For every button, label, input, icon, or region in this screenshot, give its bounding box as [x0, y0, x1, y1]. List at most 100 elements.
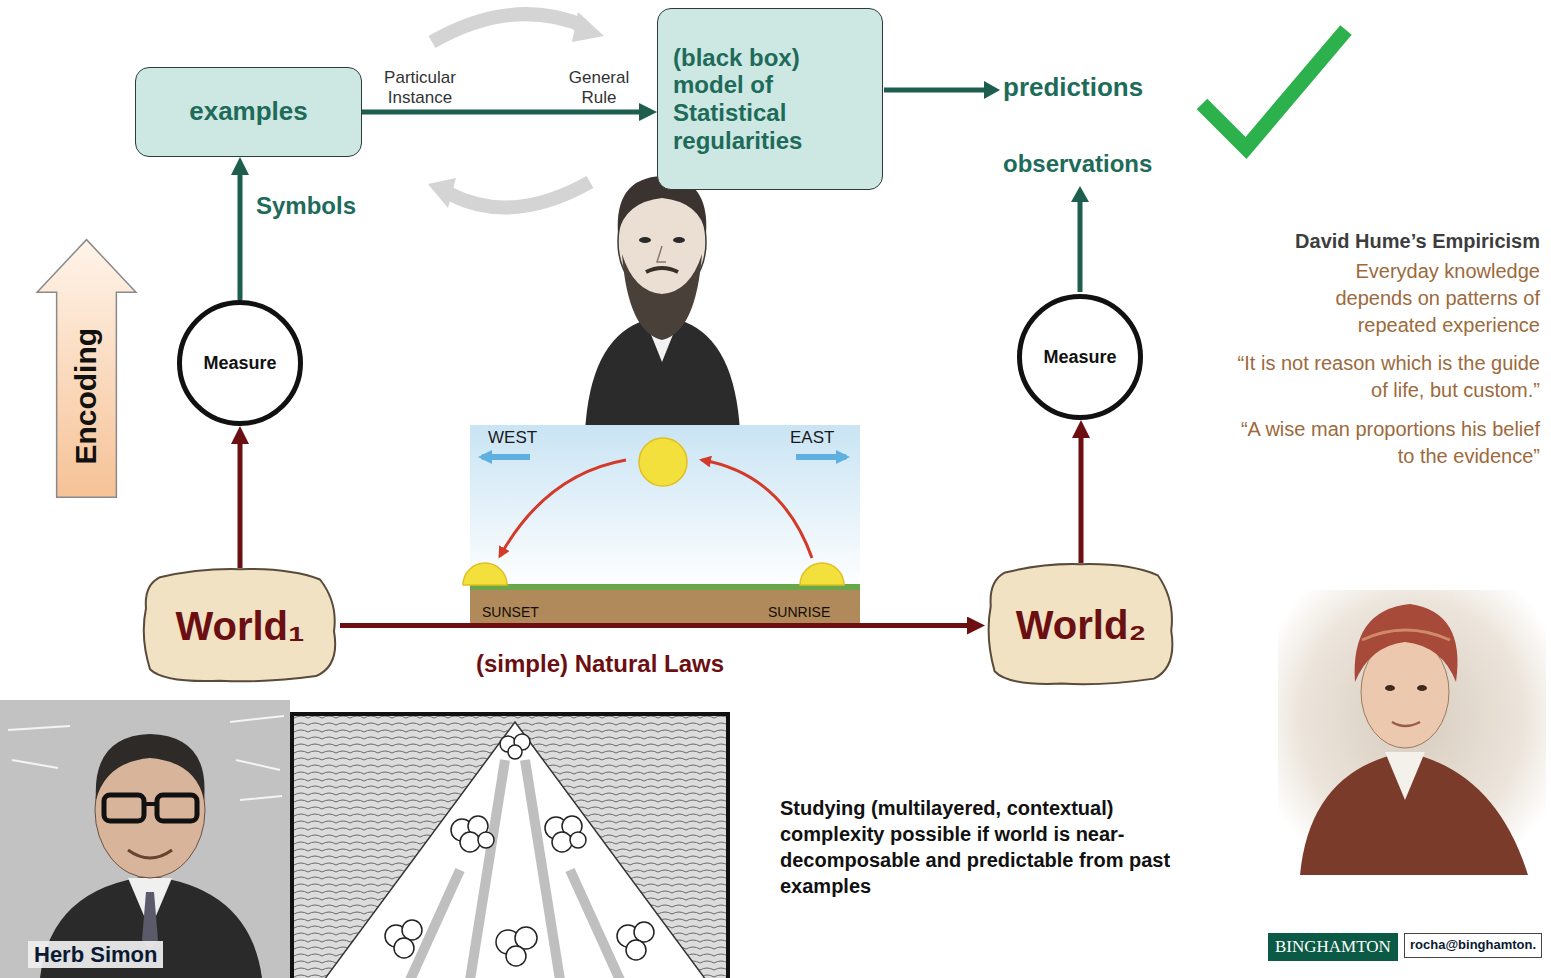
hertz-portrait-part [646, 268, 678, 272]
cycle-arrows-part [428, 178, 456, 208]
sun-path-diagram-part [639, 438, 687, 486]
node-label: World₁ [175, 603, 304, 649]
contact-text: rocha@binghamton. [1404, 933, 1542, 958]
connector-arrow [238, 436, 243, 568]
arrow-shape [37, 240, 136, 498]
node-label: World₂ [1016, 602, 1146, 648]
node-label: Encoding [69, 328, 104, 465]
node-text-group: World₁ [175, 603, 304, 649]
prediction-arrows [884, 81, 1089, 292]
logo-text: BINGHAMTON [1268, 933, 1398, 961]
world-blob: World₂ [985, 563, 1177, 686]
measure-circle: Measure [177, 300, 303, 426]
sun-path-diagram-part [482, 454, 530, 460]
connector-arrow [362, 110, 647, 115]
prediction-arrows-part [884, 88, 988, 93]
world-blob: World₁ [140, 568, 340, 683]
edge-label: (simple) Natural Laws [420, 650, 780, 678]
simon-drawing-part-part [552, 832, 572, 852]
simon-drawing-part-part [634, 922, 654, 942]
blob-shape [989, 564, 1173, 684]
node-text-group: Encoding [35, 292, 138, 500]
direction-label: WEST [488, 428, 537, 448]
prediction-arrows-part [1078, 198, 1083, 292]
simon-photo-part [157, 795, 197, 821]
output-label: predictions [1003, 73, 1143, 103]
sun-path-diagram-part [800, 563, 844, 585]
hume-portrait-part [1385, 752, 1425, 800]
hume-portrait-part [1385, 685, 1395, 691]
simon-drawing-part [292, 714, 728, 978]
node-text-group: examples [147, 97, 350, 127]
node-label: Measure [1043, 347, 1116, 368]
simon-photo-part [0, 700, 290, 978]
direction-label: EAST [790, 428, 834, 448]
hertz-portrait-part [657, 246, 666, 262]
sun-path-diagram-part [500, 460, 626, 556]
hume-portrait-part [1392, 722, 1420, 726]
hertz-portrait-part [639, 237, 651, 243]
prediction-arrows-part [984, 81, 1000, 99]
node-text-group: (black box) model of Statistical regular… [673, 44, 867, 154]
hertz-portrait [585, 176, 740, 432]
simon-drawing [292, 714, 728, 978]
portrait-caption: Herb Simon [28, 941, 163, 968]
hume-portrait-part [1362, 630, 1450, 640]
connector-arrow [1079, 430, 1084, 563]
cycle-arrows-part [572, 12, 604, 42]
node-text-group: Measure [203, 353, 276, 374]
sun-path-diagram-part [470, 425, 860, 590]
simon-photo-part [144, 802, 157, 806]
hume-portrait-part [1300, 752, 1528, 875]
hertz-portrait-part [673, 237, 685, 243]
edge-label: Particular Instance [366, 68, 474, 107]
node-label: Measure [203, 353, 276, 374]
simon-photo-part [128, 850, 172, 858]
simon-drawing-part [385, 734, 654, 966]
simon-drawing-part-part [478, 832, 494, 848]
sun-path-diagram-part [463, 563, 507, 585]
simon-drawing-part-part [460, 832, 480, 852]
connector-arrow [340, 623, 975, 628]
node-label: examples [147, 97, 350, 127]
simon-drawing-part-part [394, 938, 414, 958]
simon-drawing-part-part [402, 920, 422, 940]
simon-drawing-part-part [570, 832, 586, 848]
simon-photo-part [104, 795, 144, 821]
sun-path-diagram-part [796, 454, 846, 460]
quote-text: “It is not reason which is the guide of … [1236, 350, 1540, 404]
simon-drawing-part-part [506, 946, 526, 966]
hume-portrait-part [1278, 590, 1546, 875]
simon-drawing-part-part [626, 940, 646, 960]
measure-circle: Measure [1017, 294, 1143, 420]
hume-portrait [1278, 590, 1546, 875]
edge-label: Symbols [256, 192, 356, 220]
simon-drawing-part-part [508, 745, 522, 759]
sun-path-diagram-part [702, 460, 812, 558]
note-text: Studying (multilayered, contextual) comp… [780, 795, 1200, 899]
section-heading: David Hume’s Empiricism [1100, 230, 1540, 253]
hertz-portrait-part [622, 254, 702, 340]
prediction-arrows-part [1071, 186, 1089, 202]
cycle-arrows-part [432, 14, 584, 42]
sun-path-diagram-part [470, 590, 860, 626]
node-text-group: Measure [1043, 347, 1116, 368]
quote-text: Everyday knowledge depends on patterns o… [1300, 258, 1540, 339]
simon-drawing-part [324, 722, 706, 978]
simon-photo-part [96, 734, 205, 800]
hume-portrait-part [1355, 604, 1458, 682]
process-box: examples [135, 67, 362, 157]
quote-text: “A wise man proportions his belief to th… [1236, 416, 1540, 470]
encoding-arrow: Encoding [35, 237, 138, 500]
check-mark [1202, 30, 1346, 148]
model-box: (black box) model of Statistical regular… [657, 8, 883, 190]
direction-label: SUNSET [482, 604, 539, 620]
check-mark-part [1202, 30, 1346, 148]
edge-note: General Rule [551, 68, 647, 107]
hume-portrait-part [1417, 685, 1427, 691]
cycle-arrows-part [450, 182, 590, 207]
sun-path-diagram [463, 425, 860, 626]
connector-arrow [238, 167, 243, 300]
